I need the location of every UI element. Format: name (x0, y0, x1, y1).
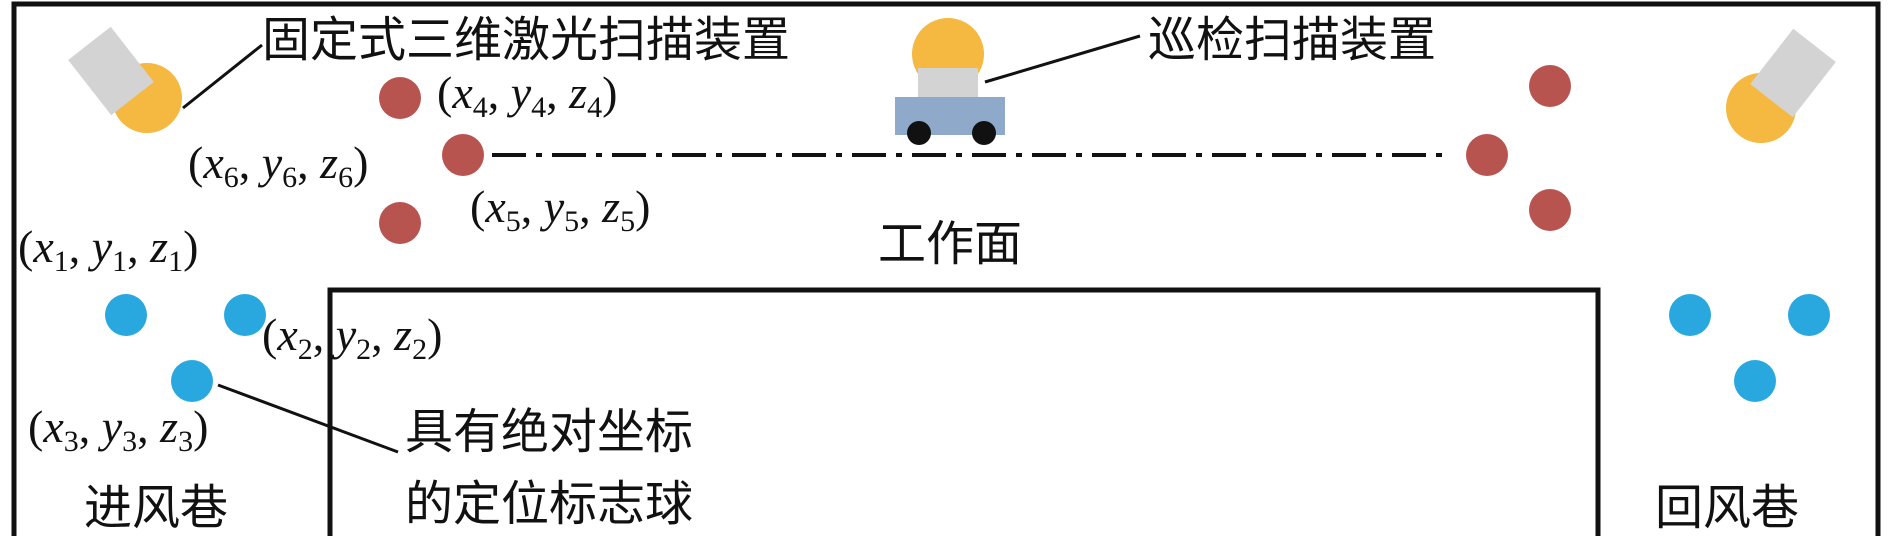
label-marker-line2: 的定位标志球 (405, 476, 693, 532)
label-return-airway: 回风巷 (1655, 480, 1799, 536)
coord-label-2: (x2, y2, z2) (262, 309, 442, 366)
patrol-scanner-cart-icon (895, 18, 1005, 145)
scanner-body-right (1750, 28, 1836, 118)
tunnel-outline (11, 1, 1881, 536)
coord-label-6: (x6, y6, z6) (188, 137, 368, 194)
label-working-face: 工作面 (878, 216, 1022, 272)
leader-marker (217, 383, 399, 454)
marker-3 (171, 360, 213, 402)
working-face-block (327, 287, 1601, 536)
coord-label-1: (x1, y1, z1) (18, 221, 198, 278)
marker-right-blue-right (1788, 294, 1830, 336)
marker-right-blue-bottom (1734, 360, 1776, 402)
marker-6 (442, 134, 484, 176)
leader-patrol-scanner (984, 34, 1141, 84)
label-intake-airway: 进风巷 (84, 480, 228, 536)
marker-right-bottom (1529, 189, 1571, 231)
marker-5 (379, 202, 421, 244)
label-marker-line1: 具有绝对坐标 (405, 404, 693, 460)
marker-2 (224, 294, 266, 336)
scanner-body-left (68, 26, 154, 116)
coord-label-3: (x3, y3, z3) (28, 401, 208, 458)
fixed-scanner-left-icon (68, 26, 182, 133)
marker-right-blue-left (1669, 294, 1711, 336)
leader-fixed-scanner (182, 43, 263, 110)
cart-wheel-right (972, 121, 996, 145)
cart-scanner-body (918, 68, 978, 98)
marker-4 (379, 77, 421, 119)
coord-label-4: (x4, y4, z4) (437, 67, 617, 124)
label-fixed-scanner: 固定式三维激光扫描装置 (262, 12, 790, 68)
label-patrol-scanner: 巡检扫描装置 (1148, 12, 1436, 68)
cart-wheel-left (907, 121, 931, 145)
coord-label-5: (x5, y5, z5) (470, 181, 650, 238)
marker-right-mid (1466, 134, 1508, 176)
marker-right-top (1529, 65, 1571, 107)
fixed-scanner-right-icon (1726, 28, 1836, 143)
marker-1 (105, 294, 147, 336)
